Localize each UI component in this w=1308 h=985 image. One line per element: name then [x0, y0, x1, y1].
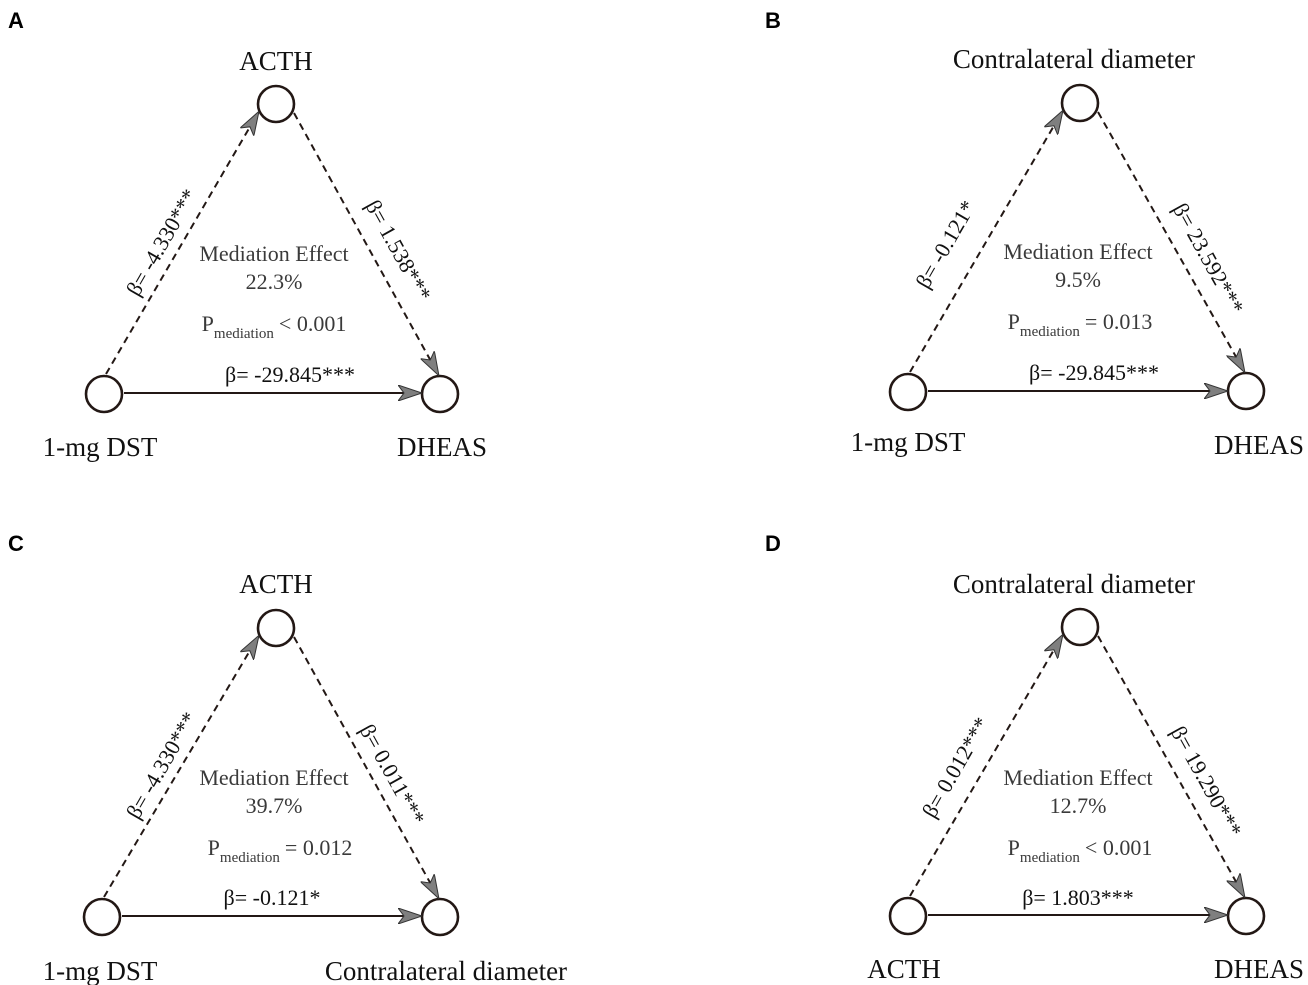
- p-symbol: P: [1008, 309, 1020, 334]
- effect-value: 22.3%: [246, 269, 303, 294]
- p-mediation: Pmediation = 0.012: [208, 835, 353, 866]
- exposure-node: [888, 372, 928, 412]
- p-symbol: P: [208, 835, 220, 860]
- mediator-node: [256, 608, 296, 648]
- path-a-coefficient: β= -4.330***: [121, 184, 202, 300]
- p-subscript: mediation: [220, 850, 280, 866]
- path-a-arrow: [105, 113, 258, 375]
- path-b-arrow: [1097, 111, 1244, 371]
- panel-letter: A: [8, 8, 24, 33]
- mediator-label: Contralateral diameter: [953, 44, 1195, 74]
- outcome-node: [420, 374, 460, 414]
- path-a-coefficient: β= -0.121*: [910, 196, 980, 292]
- path-c-coefficient: β= -0.121*: [224, 885, 321, 910]
- p-mediation: Pmediation < 0.001: [1008, 835, 1153, 866]
- effect-title: Mediation Effect: [199, 241, 348, 266]
- path-c-coefficient: β= -29.845***: [225, 362, 355, 387]
- effect-value: 39.7%: [246, 793, 303, 818]
- effect-value: 9.5%: [1055, 267, 1101, 292]
- path-a-arrow: [909, 636, 1062, 897]
- outcome-label: DHEAS: [397, 432, 487, 462]
- p-value: < 0.001: [1085, 835, 1152, 860]
- path-c-coefficient: β= 1.803***: [1022, 885, 1134, 910]
- panel-c: C ACTH β= -4.330*** β= 0.011*** Mediatio…: [8, 531, 567, 985]
- outcome-node: [1226, 371, 1266, 411]
- exposure-node: [888, 896, 928, 936]
- panel-d: D Contralateral diameter β= 0.012*** β= …: [765, 531, 1304, 984]
- path-b-arrow: [293, 112, 438, 374]
- p-mediation: Pmediation = 0.013: [1008, 309, 1153, 340]
- path-b-coefficient: β= 23.592***: [1168, 199, 1249, 318]
- path-b-coefficient: β= 0.011***: [355, 720, 431, 829]
- p-value: < 0.001: [279, 311, 346, 336]
- panel-letter: B: [765, 8, 781, 33]
- panel-b: B Contralateral diameter β= -0.121* β= 2…: [765, 8, 1304, 460]
- mediator-label: ACTH: [239, 46, 313, 76]
- effect-value: 12.7%: [1050, 793, 1107, 818]
- p-value: = 0.012: [285, 835, 352, 860]
- path-a-arrow: [909, 112, 1062, 373]
- path-b-arrow: [293, 636, 438, 897]
- outcome-node: [420, 897, 460, 937]
- panel-letter: C: [8, 531, 24, 556]
- path-a-arrow: [103, 637, 258, 898]
- outcome-label: DHEAS: [1214, 954, 1304, 984]
- p-mediation: Pmediation < 0.001: [202, 311, 347, 342]
- exposure-label: 1-mg DST: [851, 427, 966, 457]
- path-a-coefficient: β= 0.012***: [917, 713, 994, 822]
- outcome-label: Contralateral diameter: [325, 956, 567, 985]
- p-subscript: mediation: [1020, 850, 1080, 866]
- mediator-node: [1060, 607, 1100, 647]
- effect-title: Mediation Effect: [1003, 239, 1152, 264]
- panel-letter: D: [765, 531, 781, 556]
- path-b-arrow: [1097, 635, 1244, 896]
- exposure-label: 1-mg DST: [43, 432, 158, 462]
- p-subscript: mediation: [214, 326, 274, 342]
- mediator-label: Contralateral diameter: [953, 569, 1195, 599]
- path-a-coefficient: β= -4.330***: [121, 707, 202, 823]
- mediator-node: [1060, 83, 1100, 123]
- outcome-node: [1226, 896, 1266, 936]
- exposure-label: 1-mg DST: [43, 956, 158, 985]
- p-symbol: P: [202, 311, 214, 336]
- outcome-label: DHEAS: [1214, 430, 1304, 460]
- exposure-node: [82, 897, 122, 937]
- path-c-coefficient: β= -29.845***: [1029, 360, 1159, 385]
- path-b-coefficient: β= 19.290***: [1166, 722, 1247, 841]
- p-symbol: P: [1008, 835, 1020, 860]
- panel-a: A ACTH β= -4.330*** β= 1.538*** Mediatio…: [8, 8, 487, 462]
- exposure-node: [84, 374, 124, 414]
- mediator-label: ACTH: [239, 569, 313, 599]
- effect-title: Mediation Effect: [199, 765, 348, 790]
- path-b-coefficient: β= 1.538***: [361, 195, 437, 305]
- p-subscript: mediation: [1020, 324, 1080, 340]
- exposure-label: ACTH: [867, 954, 941, 984]
- effect-title: Mediation Effect: [1003, 765, 1152, 790]
- p-value: = 0.013: [1085, 309, 1152, 334]
- mediator-node: [256, 84, 296, 124]
